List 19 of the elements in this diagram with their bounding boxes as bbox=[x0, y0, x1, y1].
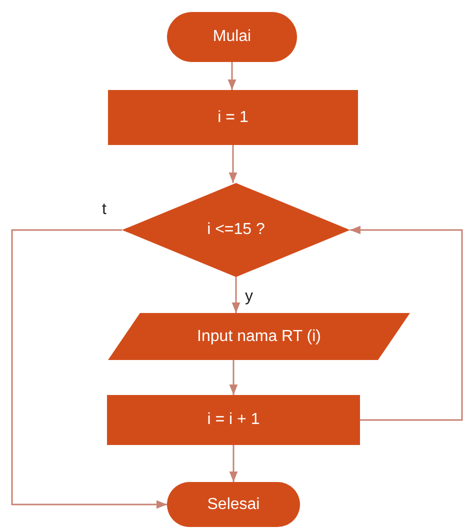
terminal-pill bbox=[167, 482, 300, 527]
node-label: i = i + 1 bbox=[207, 411, 260, 429]
terminal-pill bbox=[167, 12, 297, 62]
node-label: Mulai bbox=[212, 28, 252, 46]
arrow bbox=[232, 277, 240, 313]
node-label: Selesai bbox=[207, 496, 260, 514]
input-parallelogram bbox=[108, 313, 410, 360]
process-box bbox=[108, 90, 358, 145]
process-box bbox=[107, 395, 360, 445]
arrow bbox=[229, 445, 238, 482]
decision-diamond bbox=[122, 183, 350, 277]
node-label: i = 1 bbox=[218, 108, 248, 126]
arrow bbox=[11, 229, 167, 509]
arrow bbox=[229, 360, 238, 395]
arrow bbox=[228, 62, 236, 90]
node-label: Input nama RT (i) bbox=[197, 328, 321, 346]
arrow bbox=[228, 145, 238, 183]
node-label: i <=15 ? bbox=[207, 221, 265, 239]
arrow bbox=[350, 226, 463, 421]
